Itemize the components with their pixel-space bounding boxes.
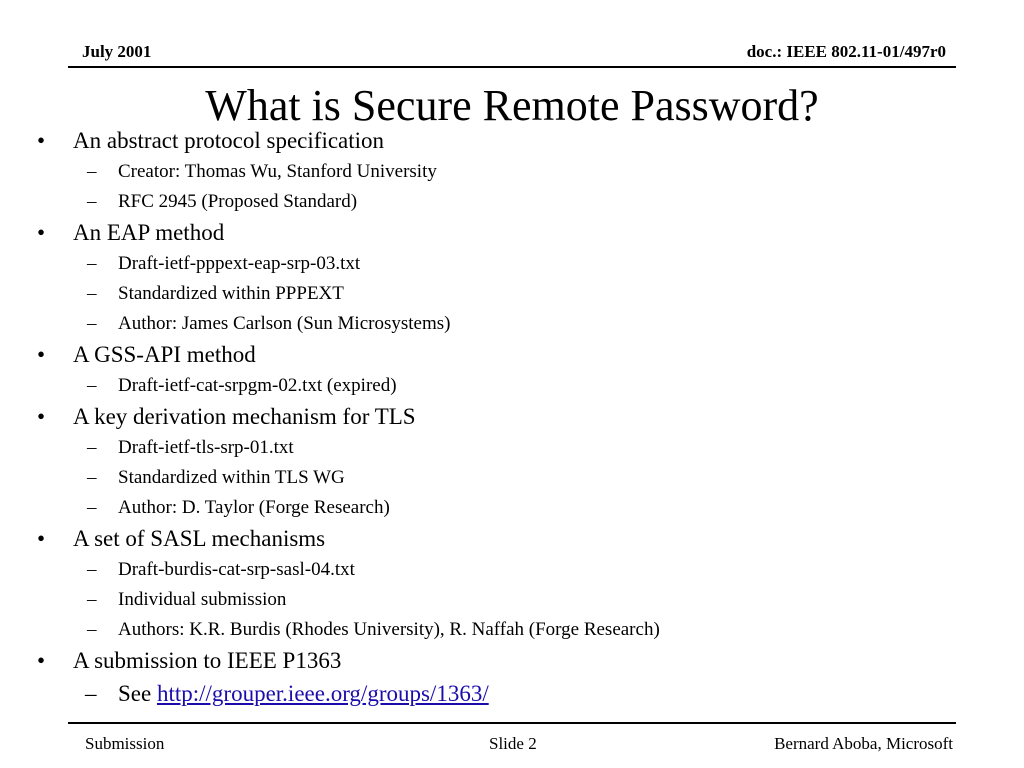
bullet-mark: •	[36, 220, 46, 245]
dash-mark: –	[87, 619, 97, 640]
sub-text: Author: D. Taylor (Forge Research)	[118, 497, 390, 518]
sub-text: See http://grouper.ieee.org/groups/1363/	[118, 677, 489, 710]
sub-text: Individual submission	[118, 589, 287, 610]
bullet-item: • A key derivation mechanism for TLS	[30, 401, 990, 433]
sub-item: – Author: D. Taylor (Forge Research)	[30, 493, 990, 523]
dash-mark: –	[87, 253, 97, 274]
dash-mark: –	[87, 161, 97, 182]
dash-mark: –	[87, 437, 97, 458]
header-rule	[68, 66, 956, 68]
dash-mark: –	[87, 467, 97, 488]
sub-item: – Authors: K.R. Burdis (Rhodes Universit…	[30, 615, 990, 645]
sub-text: RFC 2945 (Proposed Standard)	[118, 191, 358, 212]
bullet-mark: •	[36, 526, 46, 551]
bullet-text: A set of SASL mechanisms	[73, 526, 326, 551]
sub-text: Standardized within PPPEXT	[118, 283, 344, 304]
sub-item: – Draft-ietf-pppext-eap-srp-03.txt	[30, 249, 990, 279]
sub-item: – Draft-ietf-tls-srp-01.txt	[30, 433, 990, 463]
see-label: See	[118, 681, 152, 706]
sub-text: Authors: K.R. Burdis (Rhodes University)…	[118, 619, 660, 640]
bullet-text: An abstract protocol specification	[73, 128, 385, 153]
footer-author: Bernard Aboba, Microsoft	[774, 734, 953, 753]
dash-mark: –	[85, 681, 97, 706]
bullet-item: • An abstract protocol specification	[30, 125, 990, 157]
bullet-mark: •	[36, 648, 46, 673]
sub-text: Draft-ietf-pppext-eap-srp-03.txt	[118, 253, 361, 274]
sub-item: – Creator: Thomas Wu, Stanford Universit…	[30, 157, 990, 187]
footer-rule	[68, 722, 956, 724]
sub-item: – Standardized within TLS WG	[30, 463, 990, 493]
bullet-mark: •	[36, 342, 46, 367]
sub-item: – Standardized within PPPEXT	[30, 279, 990, 309]
sub-text: Draft-ietf-cat-srpgm-02.txt (expired)	[118, 375, 397, 396]
sub-item: – See http://grouper.ieee.org/groups/136…	[30, 677, 990, 710]
dash-mark: –	[87, 375, 97, 396]
sub-text: Standardized within TLS WG	[118, 467, 345, 488]
bullet-item: • A set of SASL mechanisms	[30, 523, 990, 555]
header-date: July 2001	[82, 42, 152, 61]
header-doc-id: doc.: IEEE 802.11-01/497r0	[746, 42, 946, 61]
bullet-text: A GSS-API method	[73, 342, 256, 367]
bullet-text: An EAP method	[73, 220, 225, 245]
sub-item: – Author: James Carlson (Sun Microsystem…	[30, 309, 990, 339]
slide-title: What is Secure Remote Password?	[205, 81, 819, 130]
sub-item: – Draft-burdis-cat-srp-sasl-04.txt	[30, 555, 990, 585]
bullet-text: A key derivation mechanism for TLS	[73, 404, 416, 429]
dash-mark: –	[87, 191, 97, 212]
bullet-item: • A submission to IEEE P1363	[30, 645, 990, 677]
dash-mark: –	[87, 559, 97, 580]
sub-text: Creator: Thomas Wu, Stanford University	[118, 161, 437, 182]
sub-text: Draft-burdis-cat-srp-sasl-04.txt	[118, 559, 355, 580]
sub-item: – RFC 2945 (Proposed Standard)	[30, 187, 990, 217]
sub-item: – Draft-ietf-cat-srpgm-02.txt (expired)	[30, 371, 990, 401]
sub-text: Author: James Carlson (Sun Microsystems)	[118, 313, 451, 334]
dash-mark: –	[87, 313, 97, 334]
p1363-link[interactable]: http://grouper.ieee.org/groups/1363/	[156, 681, 489, 706]
bullet-text: A submission to IEEE P1363	[73, 648, 342, 673]
bullet-item: • A GSS-API method	[30, 339, 990, 371]
bullet-mark: •	[36, 128, 46, 153]
footer-submission: Submission	[85, 734, 165, 753]
bullet-item: • An EAP method	[30, 217, 990, 249]
footer-slide-number: Slide 2	[489, 734, 537, 753]
slide-content: • An abstract protocol specification – C…	[30, 125, 990, 710]
sub-text: Draft-ietf-tls-srp-01.txt	[118, 437, 294, 458]
dash-mark: –	[87, 589, 97, 610]
dash-mark: –	[87, 283, 97, 304]
sub-item: – Individual submission	[30, 585, 990, 615]
dash-mark: –	[87, 497, 97, 518]
bullet-mark: •	[36, 404, 46, 429]
